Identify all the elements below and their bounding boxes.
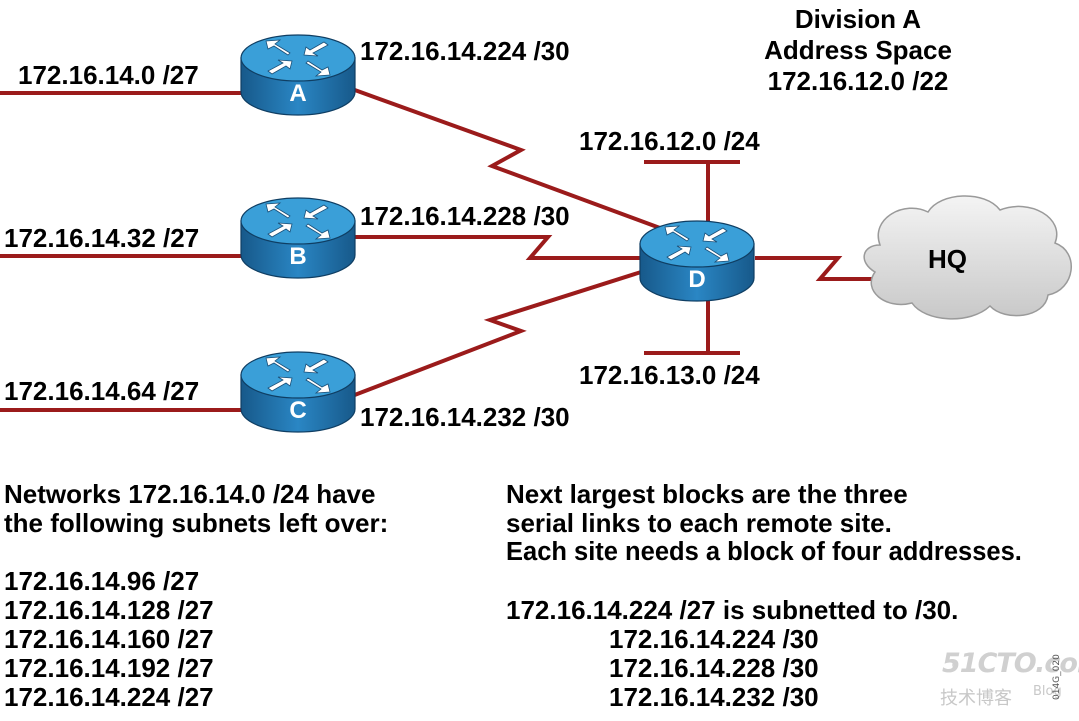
router-c-label: C — [289, 397, 307, 424]
right-subnet-1: 172.16.14.224 /30 — [609, 624, 819, 654]
hq-cloud — [863, 195, 1072, 320]
router-c — [240, 351, 356, 433]
serial-link-b — [352, 235, 660, 260]
watermark-sub: 技术博客 — [940, 688, 1012, 709]
right-text-line-1: Next largest blocks are the three — [506, 479, 908, 509]
serial-label-c: 172.16.14.232 /30 — [360, 402, 570, 432]
watermark-blog: Blog — [1033, 684, 1062, 699]
lan-label-b: 172.16.14.32 /27 — [4, 223, 200, 253]
serial-label-b: 172.16.14.228 /30 — [360, 201, 570, 231]
serial-label-a: 172.16.14.224 /30 — [360, 36, 570, 66]
left-subnet-3: 172.16.14.160 /27 — [4, 624, 214, 654]
left-text-line-1: Networks 172.16.14.0 /24 have — [4, 479, 376, 509]
serial-link-c — [351, 264, 661, 398]
left-subnet-5: 172.16.14.224 /27 — [4, 682, 214, 712]
lan-label-c: 172.16.14.64 /27 — [4, 376, 200, 406]
router-d-label: D — [688, 266, 706, 293]
router-d-arrows-icon — [664, 225, 730, 263]
hq-label: HQ — [928, 244, 967, 274]
router-a-arrows-icon — [265, 39, 331, 77]
router-b-label: B — [289, 243, 307, 270]
title-line-2: Address Space — [764, 35, 952, 65]
serial-link-hq — [755, 256, 872, 281]
watermark-logo — [952, 662, 958, 668]
router-d — [639, 220, 755, 302]
right-text-line-3: Each site needs a block of four addresse… — [506, 538, 1022, 566]
right-subnet-2: 172.16.14.228 /30 — [609, 653, 819, 683]
lan-label-a: 172.16.14.0 /27 — [18, 60, 199, 90]
title-line-1: Division A — [794, 4, 922, 34]
watermark-site: 51CTO.com — [942, 648, 1079, 679]
router-b-arrows-icon — [265, 202, 331, 240]
router-c-arrows-icon — [265, 356, 331, 394]
right-subnet-3: 172.16.14.232 /30 — [609, 682, 819, 712]
right-text-line-2: serial links to each remote site. — [506, 508, 892, 538]
lan-label-d-bottom: 172.16.13.0 /24 — [579, 360, 760, 390]
right-text-line-4: 172.16.14.224 /27 is subnetted to /30. — [506, 595, 959, 625]
left-subnet-2: 172.16.14.128 /27 — [4, 595, 214, 625]
router-a — [240, 34, 356, 116]
serial-links — [351, 87, 872, 398]
router-a-label: A — [289, 80, 307, 107]
serial-link-a — [351, 87, 661, 230]
left-subnet-4: 172.16.14.192 /27 — [4, 653, 214, 683]
lan-label-d-top: 172.16.12.0 /24 — [579, 126, 760, 156]
left-text-line-2: the following subnets left over: — [4, 508, 389, 538]
title-line-3: 172.16.12.0 /22 — [767, 66, 949, 96]
left-subnet-1: 172.16.14.96 /27 — [4, 566, 200, 596]
figure-code: 014G_020 — [1052, 654, 1062, 700]
router-b — [240, 197, 356, 279]
